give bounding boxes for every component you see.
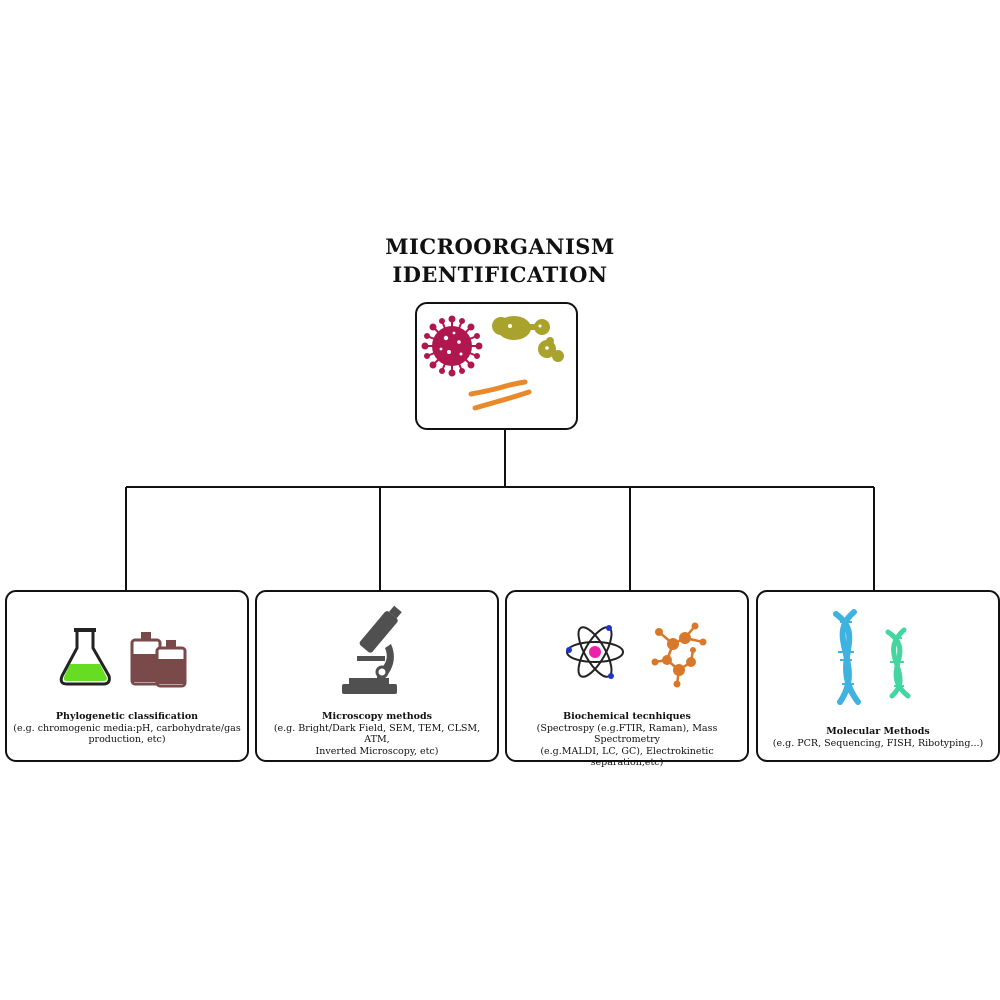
card-3-title: Biochemical tecnhiques	[563, 711, 691, 722]
molecule-icon	[651, 622, 707, 688]
card-1-title: Phylogenetic classification	[55, 711, 199, 722]
atom-icon	[566, 625, 624, 679]
biochemical-techniques-card: Biochemical tecnhiques (Spectrospy (e.g.…	[505, 590, 749, 768]
flask-icon	[59, 628, 111, 686]
card-3-desc-line-1: (Spectrospy (e.g.FTIR, Raman), Mass Spec…	[536, 722, 718, 746]
card-2-title: Microscopy methods	[322, 711, 432, 722]
yeast-icon	[492, 316, 564, 362]
phylogenetic-classification-card: Phylogenetic classification (e.g. chromo…	[5, 590, 249, 762]
card-4-text: Molecular Methods (e.g. PCR, Sequencing,…	[762, 726, 994, 749]
card-4-icons	[833, 609, 911, 705]
card-2-text: Microscopy methods (e.g. Bright/Dark Fie…	[261, 711, 493, 757]
card-2-desc-line-2: Inverted Microscopy, etc)	[315, 745, 439, 757]
dna-helix-icon	[833, 609, 911, 705]
card-1-icons	[59, 628, 187, 688]
card-1-text: Phylogenetic classification (e.g. chromo…	[11, 711, 243, 746]
diagram-title-line-1: MICROORGANISM	[385, 234, 615, 259]
card-4-title: Molecular Methods	[826, 726, 930, 737]
virus-icon	[421, 315, 483, 377]
card-1-desc-line-2: production, etc)	[88, 734, 166, 745]
bottles-icon	[130, 632, 187, 688]
card-1-desc-line-1: (e.g. chromogenic media:pH, carbohydrate…	[13, 722, 241, 734]
microorganisms-illustration	[421, 315, 564, 411]
microscopy-methods-card: Microscopy methods (e.g. Bright/Dark Fie…	[255, 590, 499, 762]
diagram-title-line-2: IDENTIFICATION	[392, 262, 608, 287]
card-3-text: Biochemical tecnhiques (Spectrospy (e.g.…	[511, 711, 743, 769]
molecular-methods-card: Molecular Methods (e.g. PCR, Sequencing,…	[756, 590, 1000, 762]
card-2-desc-line-1: (e.g. Bright/Dark Field, SEM, TEM, CLSM,…	[273, 722, 481, 746]
root-node-box	[415, 302, 578, 430]
bacilli-icon	[468, 379, 532, 411]
card-4-desc-line-1: (e.g. PCR, Sequencing, FISH, Ribotyping.…	[772, 737, 984, 749]
card-3-desc-line-2: (e.g.MALDI, LC, GC), Electrokinetic sepa…	[540, 745, 714, 769]
card-3-icons	[566, 622, 707, 688]
microscope-icon	[342, 605, 402, 694]
card-2-icons	[342, 605, 402, 694]
